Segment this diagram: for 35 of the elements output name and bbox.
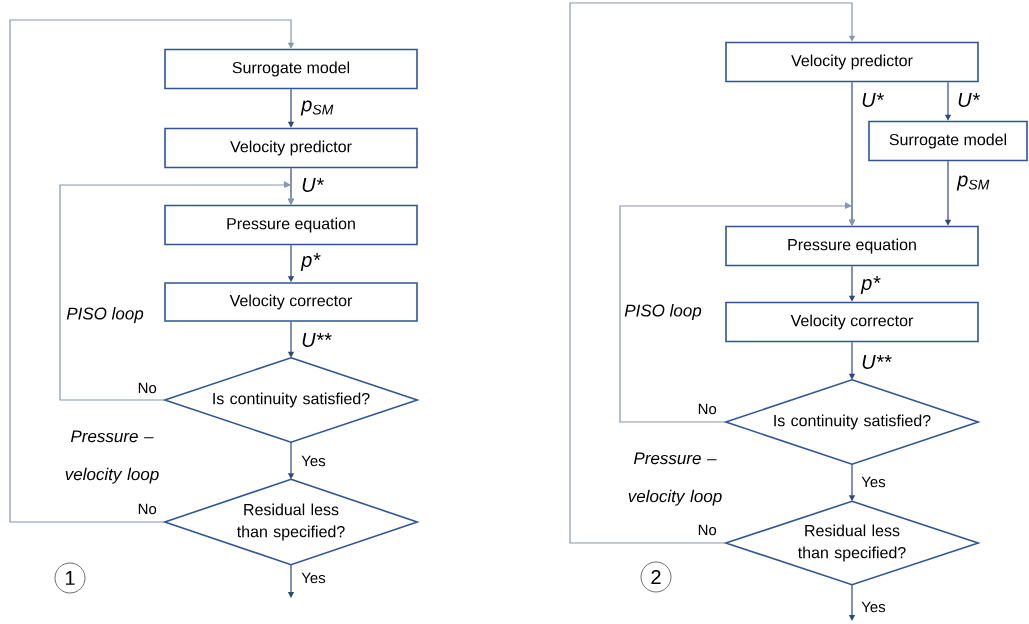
- loop-label: Pressure – velocity loop: [628, 452, 722, 506]
- edge-label: U*: [862, 93, 884, 107]
- edge-label: No: [698, 403, 717, 415]
- edge-label: Yes: [301, 572, 326, 584]
- arrow: [569, 2, 856, 544]
- edge-label: p$_{SM}$: [300, 100, 334, 116]
- process-box: Velocity corrector: [164, 282, 418, 322]
- process-box: Pressure equation: [725, 225, 979, 267]
- process-box: Surrogate model: [868, 120, 1028, 162]
- edge-label: U**: [302, 333, 332, 347]
- loop-label: Pressure – velocity loop: [65, 430, 159, 484]
- edge-label: U*: [958, 93, 980, 107]
- arrow: [59, 181, 295, 401]
- edge-label: p*: [300, 253, 321, 271]
- edge-label: U*: [302, 178, 324, 192]
- arrow: [619, 202, 856, 423]
- process-box: Velocity predictor: [164, 127, 418, 169]
- panel-number: 2: [640, 561, 672, 593]
- panel-number: 1: [54, 562, 86, 594]
- process-box: Velocity corrector: [725, 301, 979, 343]
- edge-label: U**: [862, 355, 892, 369]
- process-box: Surrogate model: [164, 48, 418, 90]
- process-box: Pressure equation: [164, 204, 418, 246]
- arrow: [9, 19, 295, 523]
- process-box: Velocity predictor: [725, 41, 979, 83]
- edge-label: Yes: [301, 455, 326, 467]
- edge-label: No: [138, 503, 157, 515]
- edge-label: Yes: [861, 476, 886, 488]
- edge-label: No: [138, 382, 157, 394]
- edge-label: Yes: [861, 601, 886, 613]
- loop-label: PISO loop: [624, 304, 702, 320]
- edge-label: p*: [860, 276, 881, 294]
- edge-label: p$_{SM}$: [956, 175, 990, 191]
- edge-label: No: [698, 524, 717, 536]
- loop-label: PISO loop: [66, 307, 144, 323]
